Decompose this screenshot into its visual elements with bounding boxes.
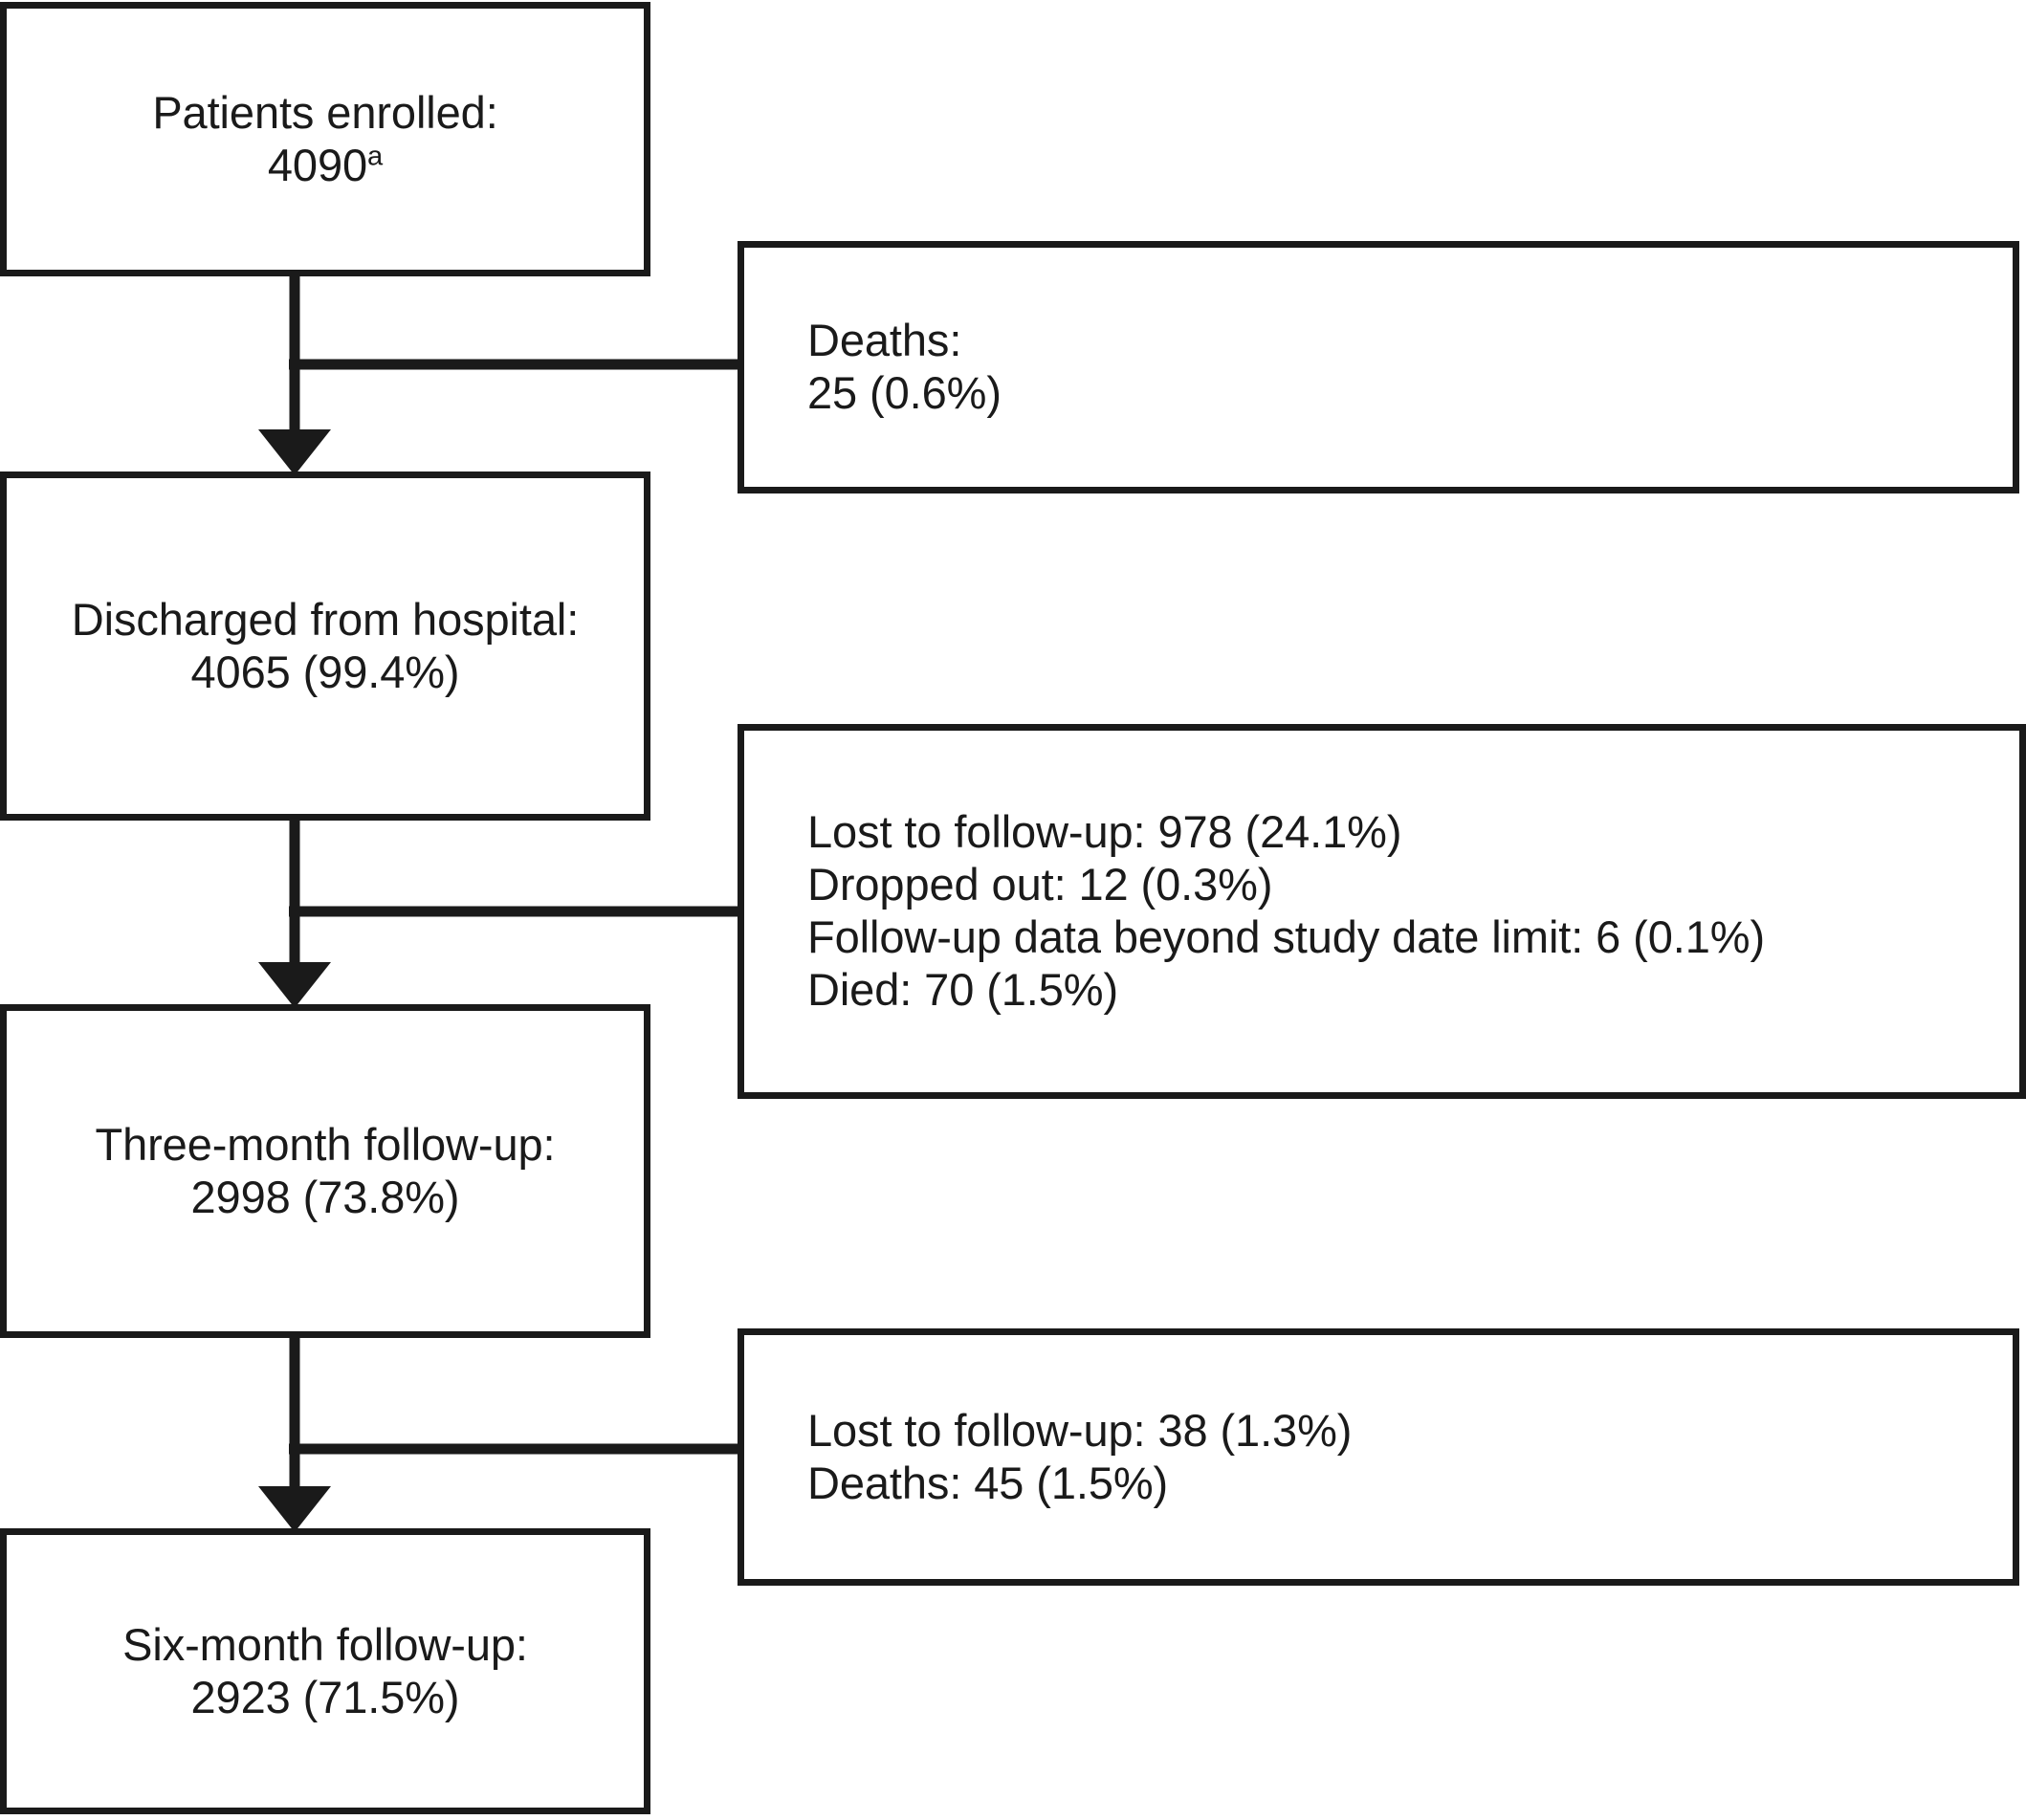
connector-enrolled-to-discharged: [258, 276, 741, 475]
node-discharged-label: Discharged from hospital:: [71, 593, 580, 645]
node-six-month-value: 2923 (71.5%): [190, 1671, 460, 1722]
attrition-six-month-line-2: Deaths: 45 (1.5%): [807, 1457, 1169, 1508]
node-six-month-follow-up: Six-month follow-up: 2923 (71.5%): [0, 1528, 650, 1814]
attrition-three-month-line-3: Follow-up data beyond study date limit: …: [807, 911, 1765, 962]
arrowhead-3: [258, 1486, 331, 1532]
footnote-marker-a: a: [367, 140, 384, 171]
node-patients-enrolled-value: 4090a: [7, 140, 644, 192]
connector-discharged-to-three-month: [258, 820, 741, 1008]
attrition-three-month-line-2: Dropped out: 12 (0.3%): [807, 859, 1273, 910]
node-deaths-early-value: 25 (0.6%): [807, 367, 1002, 418]
arrowhead-2: [258, 962, 331, 1008]
attrition-three-month-line-4: Died: 70 (1.5%): [807, 963, 1119, 1015]
node-three-month-value: 2998 (73.8%): [190, 1171, 460, 1222]
node-deaths-early-label: Deaths:: [807, 315, 962, 366]
node-three-month-label: Three-month follow-up:: [95, 1118, 556, 1170]
node-deaths-early: Deaths: 25 (0.6%): [738, 241, 2019, 493]
node-six-month-label: Six-month follow-up:: [122, 1618, 528, 1670]
node-patients-enrolled-label: Patients enrolled:: [152, 86, 498, 138]
node-three-month-follow-up: Three-month follow-up: 2998 (73.8%): [0, 1004, 650, 1338]
node-patients-enrolled-count: 4090: [267, 139, 368, 190]
node-discharged-from-hospital: Discharged from hospital: 4065 (99.4%): [0, 471, 650, 821]
attrition-three-month-line-1: Lost to follow-up: 978 (24.1%): [807, 806, 1402, 858]
node-discharged-value: 4065 (99.4%): [190, 646, 460, 697]
node-patients-enrolled: Patients enrolled: 4090a: [0, 2, 650, 276]
arrowhead-1: [258, 429, 331, 475]
node-attrition-six-month: Lost to follow-up: 38 (1.3%) Deaths: 45 …: [738, 1328, 2019, 1586]
attrition-six-month-line-1: Lost to follow-up: 38 (1.3%): [807, 1404, 1353, 1456]
connector-three-month-to-six-month: [258, 1337, 741, 1532]
node-attrition-three-month: Lost to follow-up: 978 (24.1%) Dropped o…: [738, 724, 2026, 1099]
